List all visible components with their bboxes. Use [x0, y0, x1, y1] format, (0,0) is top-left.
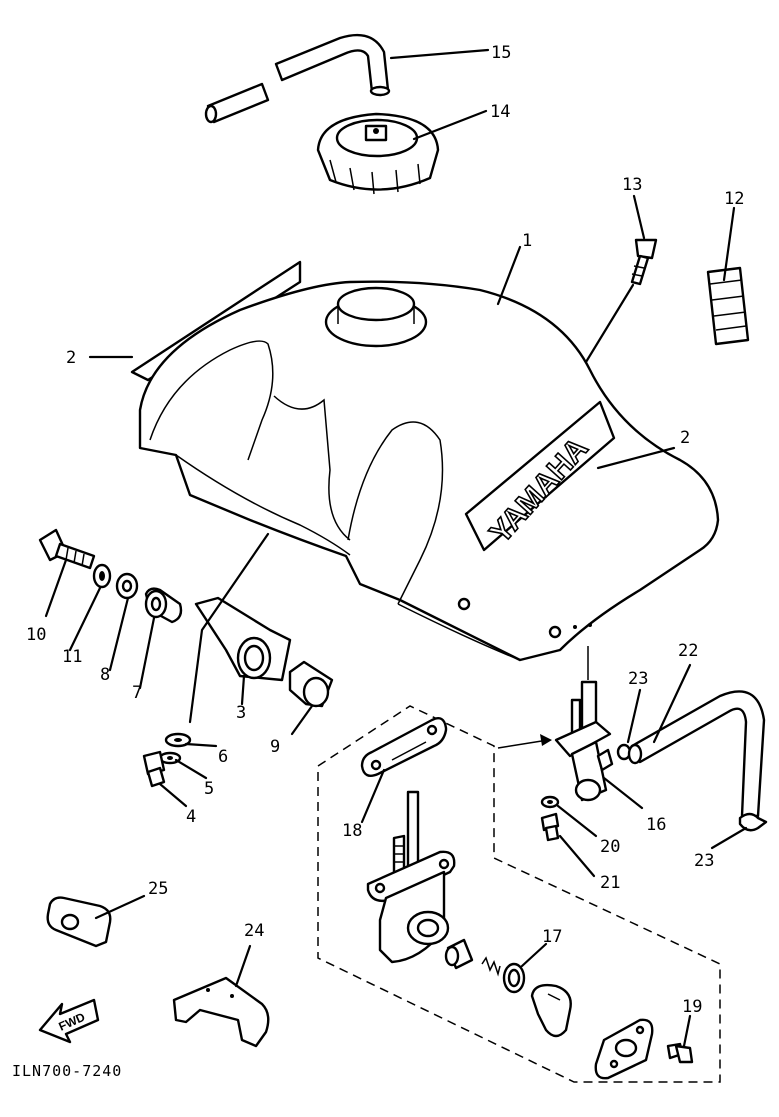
part-21-screw [540, 812, 560, 842]
fwd-direction-arrow: FWD [38, 998, 100, 1044]
part-4-screw [142, 750, 166, 788]
callout-9: 9 [270, 737, 280, 757]
callout-2-right: 2 [680, 428, 690, 448]
fuel-cock-spring [481, 956, 501, 977]
part-17-o-ring [502, 962, 526, 994]
part-8-washer [115, 572, 139, 600]
detail-pointer-line [497, 739, 549, 749]
part-18-gasket [360, 717, 448, 777]
callout-5: 5 [204, 779, 214, 799]
part-14-fuel-cap [316, 112, 440, 195]
callout-19: 19 [682, 997, 702, 1017]
callout-25: 25 [148, 879, 168, 899]
callout-24: 24 [244, 921, 264, 941]
callout-12: 12 [724, 189, 744, 209]
part-20-washer [540, 795, 560, 809]
part-22-fuel-hose [627, 690, 766, 818]
callout-18: 18 [342, 821, 362, 841]
part-7-collar [144, 587, 183, 624]
part-3-bracket [194, 596, 292, 682]
callout-13: 13 [622, 175, 642, 195]
part-1-fuel-tank [130, 260, 720, 662]
callout-3: 3 [236, 703, 246, 723]
callout-10: 10 [26, 625, 46, 645]
callout-15: 15 [491, 43, 511, 63]
callout-16: 16 [646, 815, 666, 835]
callout-17: 17 [542, 927, 562, 947]
callout-2-left: 2 [66, 348, 76, 368]
part-12-damper [706, 266, 750, 346]
part-25-bracket [46, 896, 112, 948]
part-10-bolt [38, 528, 96, 570]
callout-4: 4 [186, 807, 196, 827]
part-19-screw [666, 1042, 694, 1064]
part-6-washer [164, 732, 192, 748]
fuel-cock-lever [530, 983, 572, 1038]
detail-pointer-arrowhead [540, 734, 552, 746]
part-9-damper [288, 660, 334, 708]
fuel-cock-assembled [554, 646, 614, 802]
callout-20: 20 [600, 837, 620, 857]
callout-labels: 15 14 13 12 1 2 2 10 11 8 7 3 9 6 5 4 22… [26, 43, 744, 1017]
callout-23-upper: 23 [628, 669, 648, 689]
callout-6: 6 [218, 747, 228, 767]
callout-22: 22 [678, 641, 698, 661]
drawing-code: ILN700-7240 [12, 1062, 122, 1080]
part-13-bolt [630, 238, 658, 286]
callout-21: 21 [600, 873, 620, 893]
part-24-bracket [172, 976, 270, 1048]
callout-11: 11 [62, 647, 82, 667]
callout-14: 14 [490, 102, 510, 122]
fuel-cock-cover-plate [594, 1018, 654, 1080]
leader-lines [44, 48, 748, 1048]
part-23-clip-lower [738, 812, 768, 832]
fuel-cock-body [366, 790, 456, 964]
part-15-breather-hose [204, 33, 391, 124]
fuel-cock-plunger [444, 938, 474, 970]
part-11-washer [92, 563, 112, 589]
callout-1: 1 [522, 231, 532, 251]
callout-23-lower: 23 [694, 851, 714, 871]
callout-7: 7 [132, 683, 142, 703]
callout-8: 8 [100, 665, 110, 685]
